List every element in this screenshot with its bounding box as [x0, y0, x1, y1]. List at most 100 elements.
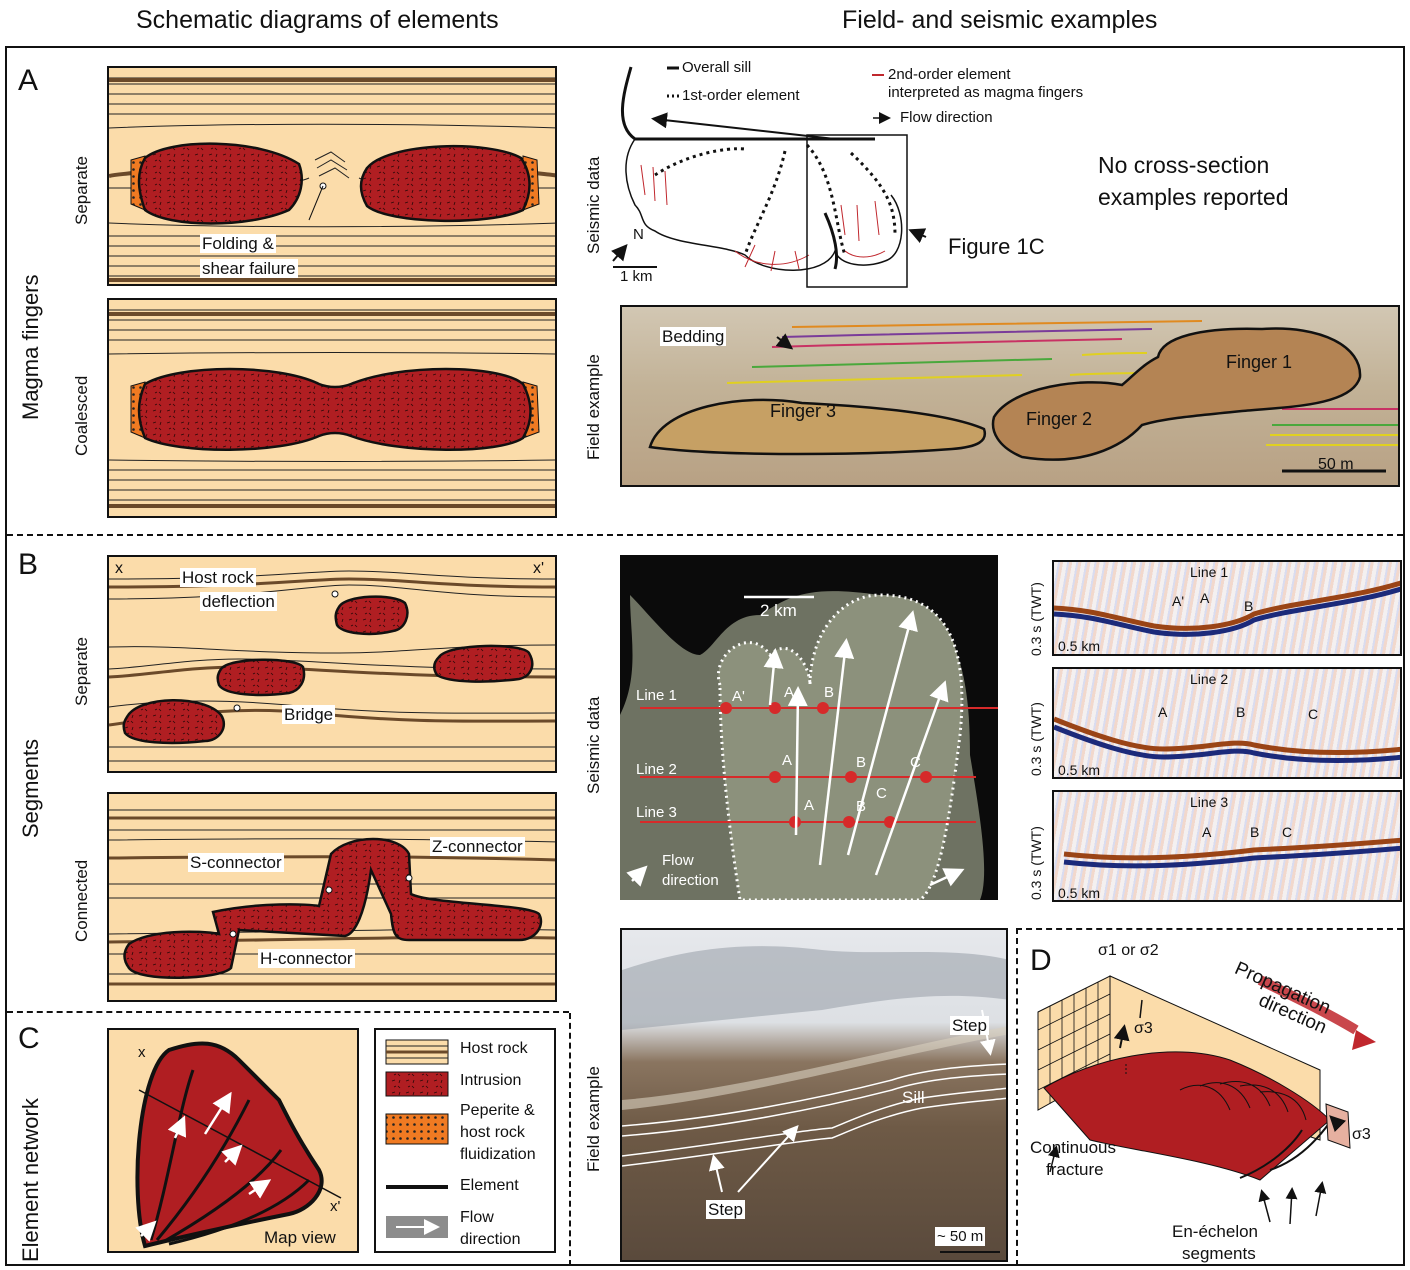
legend-second-order-2: interpreted as magma fingers: [888, 84, 1083, 101]
flow-direction-label-2: direction: [662, 872, 719, 889]
section-point-a-prime: A': [1172, 593, 1184, 609]
s-connector-label: S-connector: [188, 853, 284, 872]
seismic-side-label-b: Seismic data: [584, 697, 604, 794]
map-view-label: Map view: [264, 1228, 336, 1248]
continuous-label-2: fracture: [1046, 1160, 1104, 1180]
divider-b-c: [7, 1011, 569, 1013]
map-point-c-line2: C: [910, 754, 921, 771]
seismic-map-segments: [620, 555, 998, 900]
row-label-magma-fingers: Magma fingers: [18, 274, 44, 420]
left-column-header: Schematic diagrams of elements: [136, 6, 499, 35]
section-point-b-line2: B: [1236, 704, 1245, 720]
divider-c-right: [569, 1013, 571, 1266]
label-coalesced: Coalesced: [72, 376, 92, 456]
line-1-label: Line 1: [636, 687, 677, 704]
folding-label-2: shear failure: [200, 259, 298, 278]
sill-label: Sill: [902, 1088, 925, 1108]
enechelon-label-1: En-échelon: [1172, 1222, 1258, 1242]
en-echelon-block-diagram: [1030, 940, 1400, 1260]
sigma3-label-top: σ3: [1134, 1020, 1153, 1038]
bridge-label: Bridge: [282, 705, 335, 724]
flow-direction-label-1: Flow: [662, 852, 694, 869]
seismic-side-label-a: Seismic data: [584, 157, 604, 254]
label-connected: Connected: [72, 860, 92, 942]
map-point-b-line1: B: [824, 684, 834, 701]
photo-scale-b: ~ 50 m: [935, 1227, 985, 1246]
legend-element: Element: [460, 1177, 519, 1195]
folding-label-1: Folding &: [200, 234, 276, 253]
seismic-scale-label: 2 km: [760, 601, 797, 621]
element-network-map: [107, 1028, 359, 1253]
section-point-a-line1: A: [1200, 590, 1209, 606]
line-3-label: Line 3: [636, 804, 677, 821]
legend-peperite-2: host rock: [460, 1124, 525, 1142]
map-point-c-line3: C: [876, 785, 887, 802]
x-label-b: x: [115, 560, 123, 578]
legend-overall-sill: Overall sill: [682, 59, 751, 76]
panel-letter-b: B: [18, 548, 38, 582]
magma-fingers-coalesced-diagram: [107, 298, 557, 518]
field-photo-fingers: [620, 305, 1400, 487]
h-connector-label: H-connector: [258, 949, 355, 968]
divider-d-left: [1016, 928, 1018, 1266]
x-label-c: x: [138, 1044, 146, 1061]
section-scale-1: 0.5 km: [1058, 638, 1100, 654]
map-point-a-prime: A': [732, 688, 745, 705]
host-deflection-label-2: deflection: [200, 592, 277, 611]
bedding-label: Bedding: [660, 327, 726, 346]
figure-ref-label: Figure 1C: [948, 234, 1045, 260]
label-separate-a: Separate: [72, 156, 92, 225]
divider-a-b: [7, 534, 1403, 536]
section-point-b-line1: B: [1244, 598, 1253, 614]
magma-fingers-separate-diagram: [107, 66, 557, 286]
legend-flow-direction: Flow direction: [900, 109, 993, 126]
section-point-a-line2: A: [1158, 704, 1167, 720]
map-point-b-line2: B: [856, 754, 866, 771]
right-column-header: Field- and seismic examples: [842, 6, 1157, 35]
divider-d-top: [1016, 928, 1403, 930]
legend-peperite-3: fluidization: [460, 1146, 536, 1164]
sigma1-sigma2-label: σ1 or σ2: [1098, 942, 1159, 960]
label-separate-b: Separate: [72, 637, 92, 706]
section-title-line-1: Line 1: [1190, 564, 1228, 580]
legend-host-rock: Host rock: [460, 1040, 528, 1058]
segments-connected-diagram: [107, 792, 557, 1002]
panel-letter-a: A: [18, 64, 38, 98]
north-label: N: [633, 226, 644, 243]
map-point-a-line3: A: [804, 797, 814, 814]
enechelon-label-2: segments: [1182, 1244, 1256, 1264]
finger-1-label: Finger 1: [1226, 352, 1292, 373]
field-scale-a: 50 m: [1318, 456, 1354, 474]
x-prime-label-c: x': [330, 1198, 340, 1215]
x-prime-label-b: x': [533, 560, 544, 578]
field-side-label-a: Field example: [584, 354, 604, 460]
row-label-element-network: Element network: [18, 1098, 44, 1262]
finger-3-label: Finger 3: [770, 401, 836, 422]
twt-label-1: 0.3 s (TWT): [1028, 582, 1044, 656]
row-label-segments: Segments: [18, 739, 44, 838]
line-2-label: Line 2: [636, 761, 677, 778]
z-connector-label: Z-connector: [430, 837, 525, 856]
section-title-line-2: Line 2: [1190, 671, 1228, 687]
map-point-a-line2: A: [782, 752, 792, 769]
sigma3-label-right: σ3: [1352, 1126, 1371, 1144]
finger-2-label: Finger 2: [1026, 409, 1092, 430]
section-point-c-line3: C: [1282, 824, 1292, 840]
section-title-line-3: Line 3: [1190, 794, 1228, 810]
field-photo-segments: [620, 928, 1008, 1262]
twt-label-3: 0.3 s (TWT): [1028, 826, 1044, 900]
segments-separate-diagram: [107, 555, 557, 773]
section-point-a-line3: A: [1202, 824, 1211, 840]
legend-flow-2: direction: [460, 1231, 520, 1249]
scale-km-label: 1 km: [620, 268, 653, 285]
map-point-a-line1: A: [784, 684, 794, 701]
legend-first-order: 1st-order element: [682, 87, 800, 104]
section-point-b-line3: B: [1250, 824, 1259, 840]
no-cross-section-1: No cross-section: [1098, 152, 1269, 179]
step-label-top: Step: [950, 1016, 989, 1035]
panel-letter-c: C: [18, 1022, 40, 1056]
section-point-c-line2: C: [1308, 706, 1318, 722]
no-cross-section-2: examples reported: [1098, 184, 1289, 211]
host-deflection-label-1: Host rock: [180, 568, 256, 587]
legend-intrusion: Intrusion: [460, 1072, 521, 1090]
